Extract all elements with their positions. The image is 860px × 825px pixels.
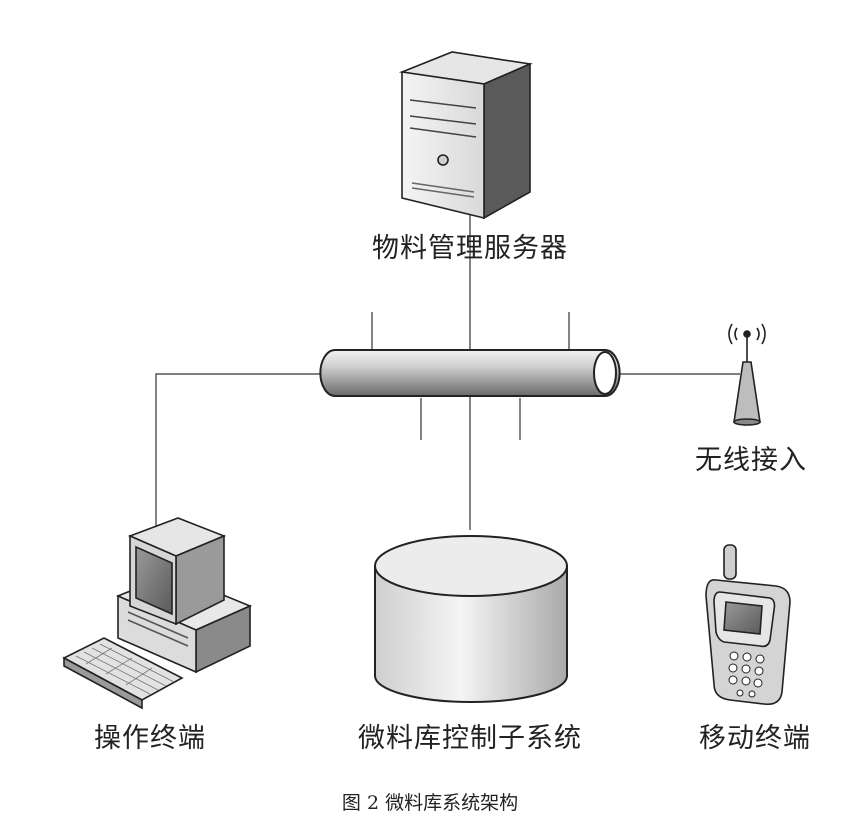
mobile-terminal-label: 移动终端 [699, 723, 811, 754]
server-icon [398, 51, 533, 220]
wireless-antenna-icon [728, 323, 766, 426]
connection-lines [155, 205, 740, 530]
network-bus [319, 349, 621, 397]
figure-caption: 图 2 微料库系统架构 [341, 792, 519, 814]
desktop-computer-icon [62, 517, 253, 710]
wireless-label: 无线接入 [695, 445, 807, 476]
server-label: 物料管理服务器 [372, 233, 568, 264]
database-cylinder-icon [374, 535, 568, 703]
operator-terminal-label: 操作终端 [94, 723, 206, 754]
control-subsystem-label: 微料库控制子系统 [358, 723, 582, 754]
mobile-phone-icon [705, 544, 791, 706]
